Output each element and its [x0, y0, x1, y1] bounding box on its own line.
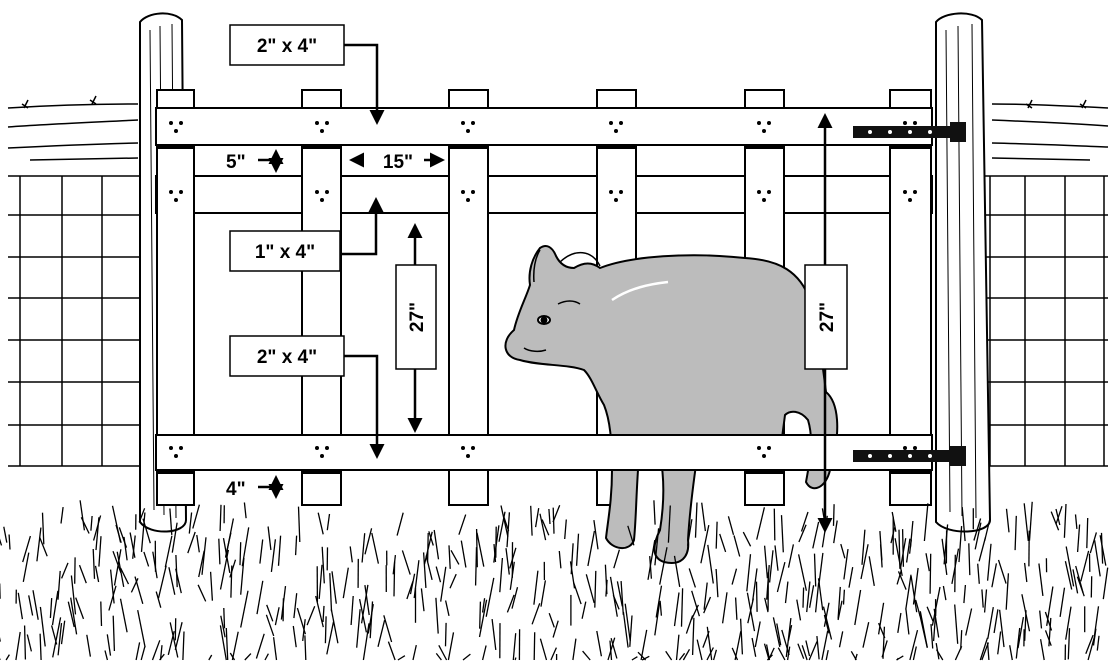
overall-height-dimension: 27" [804, 113, 848, 533]
svg-text:1" x 4": 1" x 4" [255, 242, 315, 263]
callout-top-rail: 2" x 4" [229, 24, 385, 125]
left-fence-boards [7, 95, 139, 161]
gap-top-dimension: 5" [226, 149, 284, 173]
svg-text:15": 15" [383, 152, 413, 173]
gap-bottom-dimension: 4" [226, 475, 284, 500]
svg-text:27": 27" [407, 302, 428, 332]
svg-text:2" x 4": 2" x 4" [257, 36, 317, 57]
bottom-rail [155, 434, 933, 471]
svg-text:27": 27" [817, 302, 838, 332]
slat-spacing-dimension: 15" [349, 152, 445, 173]
right-wire-mesh [985, 175, 1108, 467]
left-wire-mesh [8, 175, 145, 467]
top-rail [155, 107, 933, 146]
rail-shadows [157, 145, 931, 474]
svg-text:4": 4" [226, 479, 246, 500]
inner-height-dimension: 27" [395, 223, 437, 433]
svg-text:5": 5" [226, 152, 246, 173]
callout-bottom-rail: 2" x 4" [229, 335, 385, 459]
svg-text:2" x 4": 2" x 4" [257, 347, 317, 368]
middle-rail [155, 175, 933, 214]
top-hinge [853, 122, 966, 142]
callout-slat: 1" x 4" [229, 197, 384, 272]
grass [0, 500, 1109, 661]
bottom-hinge [853, 446, 966, 466]
right-fence-boards [991, 99, 1109, 161]
right-post [935, 12, 992, 533]
